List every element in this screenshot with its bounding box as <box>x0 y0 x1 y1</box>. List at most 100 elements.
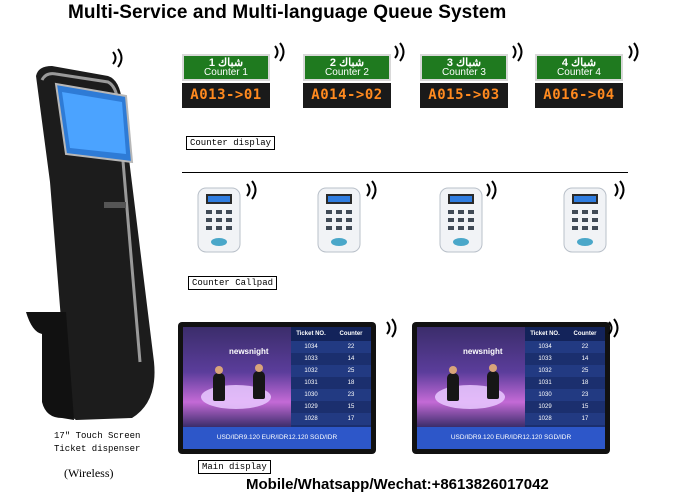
counter-name: Counter 2 <box>325 67 369 78</box>
callpad-device <box>197 187 241 253</box>
counter-display-1: شباك 1 Counter 1 A013->01 <box>182 54 270 108</box>
ticket-cell: 1033 <box>538 356 552 362</box>
main-display-1: newsnight Ticket NO. Counter 1034 22 1033… <box>178 322 376 454</box>
main-display-screen: newsnight Ticket NO. Counter 1034 22 1033… <box>183 327 371 449</box>
ticket-cell: 1029 <box>304 404 318 410</box>
wireless-icon <box>394 42 405 62</box>
col-counter-header: Counter <box>339 331 363 337</box>
counter-display-header: شباك 4 Counter 4 <box>535 54 623 81</box>
col-ticket-header: Ticket NO. <box>296 331 326 337</box>
counter-display-header: شباك 3 Counter 3 <box>420 54 508 81</box>
wireless-icon <box>608 318 619 338</box>
wireless-icon <box>512 42 523 62</box>
counter-ticket-led: A016->04 <box>535 83 623 108</box>
contact-info: Mobile/Whatsapp/Wechat:+8613826017042 <box>246 476 549 493</box>
callpad-device <box>563 187 607 253</box>
counter-ticket-led: A015->03 <box>420 83 508 108</box>
kiosk-label: 17" Touch Screen Ticket dispenser <box>54 430 150 456</box>
counter-arabic-label: شباك 2 <box>329 57 365 69</box>
counter-ticket-led: A014->02 <box>303 83 391 108</box>
wireless-icon <box>366 180 377 200</box>
counter-cell: 17 <box>581 416 589 422</box>
table-row: 1029 15 <box>291 401 371 413</box>
table-row: 1029 15 <box>525 401 605 413</box>
wireless-icon <box>386 318 397 338</box>
ticket-cell: 1028 <box>538 416 552 422</box>
ticket-cell: 1030 <box>538 392 552 398</box>
presenter-head <box>215 366 223 374</box>
kiosk-subtitle: (Wireless) <box>64 466 114 480</box>
ticket-cell: 1032 <box>304 368 318 374</box>
guest-figure <box>253 371 265 399</box>
counter-display-2: شباك 2 Counter 2 A014->02 <box>303 54 391 108</box>
counter-display-4: شباك 4 Counter 4 A016->04 <box>535 54 623 108</box>
tv-logo: newsnight <box>463 347 503 356</box>
section-divider <box>182 172 628 173</box>
currency-ticker: USD/IDR9.120 EUR/IDR12.120 SGD/IDR <box>417 427 605 449</box>
table-row: 1033 14 <box>525 353 605 365</box>
table-row: 1028 17 <box>525 413 605 425</box>
table-row: 1032 25 <box>291 365 371 377</box>
counter-display-3: شباك 3 Counter 3 A015->03 <box>420 54 508 108</box>
ticket-cell: 1029 <box>538 404 552 410</box>
table-row: 1030 23 <box>291 389 371 401</box>
presenter-head <box>449 366 457 374</box>
counter-name: Counter 1 <box>204 67 248 78</box>
page-title: Multi-Service and Multi-language Queue S… <box>68 2 507 23</box>
tv-logo: newsnight <box>229 347 269 356</box>
col-ticket-header: Ticket NO. <box>530 331 560 337</box>
counter-cell: 18 <box>581 380 589 386</box>
callpad-device <box>439 187 483 253</box>
counter-cell: 15 <box>581 404 589 410</box>
col-counter-header: Counter <box>573 331 597 337</box>
wireless-icon <box>614 180 625 200</box>
wireless-icon <box>486 180 497 200</box>
tv-video-panel: newsnight <box>417 327 525 427</box>
queue-table-header: Ticket NO. Counter <box>291 327 371 341</box>
counter-arabic-label: شباك 3 <box>446 57 482 69</box>
currency-ticker: USD/IDR9.120 EUR/IDR12.120 SGD/IDR <box>183 427 371 449</box>
callpad-device <box>317 187 361 253</box>
kiosk-label-line1: 17" Touch Screen <box>54 431 141 441</box>
counter-cell: 22 <box>347 344 355 350</box>
ticket-cell: 1031 <box>304 380 318 386</box>
counter-arabic-label: شباك 4 <box>561 57 597 69</box>
presenter-figure <box>447 373 459 401</box>
counter-cell: 17 <box>347 416 355 422</box>
counter-cell: 25 <box>581 368 589 374</box>
counter-ticket-led: A013->01 <box>182 83 270 108</box>
counter-cell: 14 <box>347 356 355 362</box>
ticket-cell: 1034 <box>304 344 318 350</box>
counter-display-header: شباك 2 Counter 2 <box>303 54 391 81</box>
counter-cell: 15 <box>347 404 355 410</box>
kiosk-label-line2: Ticket dispenser <box>54 444 141 454</box>
counter-name: Counter 4 <box>557 67 601 78</box>
guest-figure <box>487 371 499 399</box>
counter-cell: 14 <box>581 356 589 362</box>
caption-counter-callpad: Counter Callpad <box>188 276 278 290</box>
counter-name: Counter 3 <box>442 67 486 78</box>
wireless-icon <box>628 42 639 62</box>
caption-counter-display: Counter display <box>186 136 276 150</box>
caption-main-display: Main display <box>198 460 271 474</box>
counter-cell: 23 <box>347 392 355 398</box>
wireless-icon <box>274 42 285 62</box>
ticket-cell: 1030 <box>304 392 318 398</box>
wireless-icon <box>246 180 257 200</box>
counter-arabic-label: شباك 1 <box>208 57 244 69</box>
counter-cell: 25 <box>347 368 355 374</box>
ticket-cell: 1034 <box>538 344 552 350</box>
